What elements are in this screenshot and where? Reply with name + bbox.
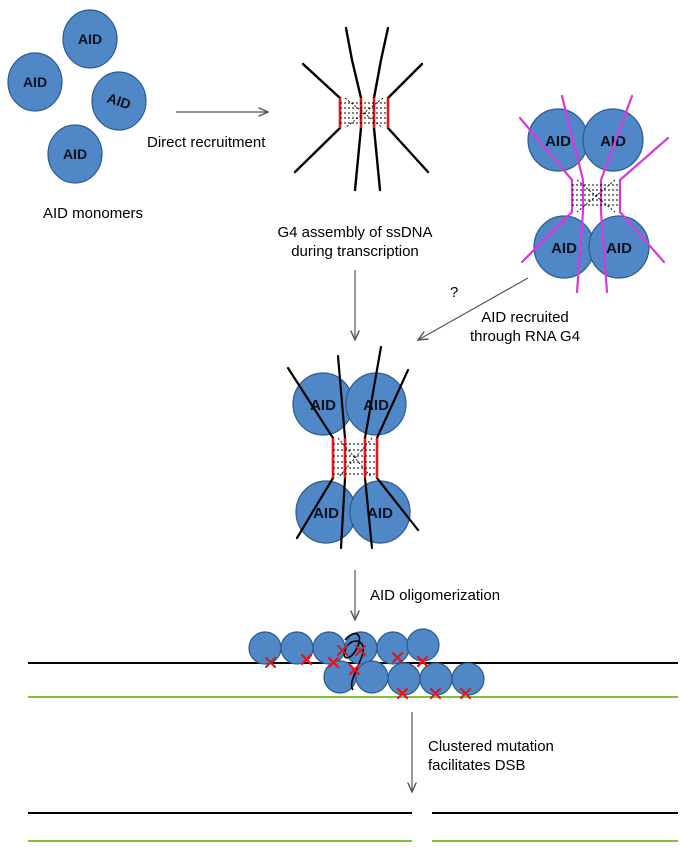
rna-recruit-line-1: AID recruited (481, 309, 569, 326)
aid-oligomer-lower-row (323, 660, 485, 696)
svg-text:AID: AID (551, 240, 577, 257)
mutation-cross-icon (459, 687, 472, 700)
mutation-cross-icon (300, 653, 313, 666)
mutation-cross-icon (336, 644, 349, 657)
svg-text:AID: AID (63, 146, 87, 162)
mutation-cross-icon (264, 656, 277, 669)
svg-text:AID: AID (367, 505, 393, 522)
mutation-cross-icon (396, 687, 409, 700)
rna-g4-aid-complex: AID AID AID AID (518, 94, 670, 294)
rna-recruit-label: AID recruited through RNA G4 (455, 308, 595, 346)
clustered-line-1: Clustered mutation (428, 738, 554, 755)
clustered-mutation-label: Clustered mutation facilitates DSB (428, 737, 554, 775)
aid-protein-icon: AID (295, 480, 357, 544)
aid-protein-icon: AID (527, 108, 589, 172)
aid-oligomer-upper-row (248, 628, 440, 665)
g4-quadruplex-icon (331, 438, 379, 478)
aid-protein-icon (406, 628, 440, 662)
mutation-cross-icon (391, 651, 404, 664)
aid-protein-icon: AID (47, 124, 103, 184)
mutation-cross-icon (327, 656, 340, 669)
aid-protein-icon: AID (91, 71, 147, 131)
svg-text:AID: AID (310, 397, 336, 414)
g4-assembly-line-2: during transcription (291, 243, 419, 260)
aid-protein-icon: AID (533, 215, 595, 279)
svg-text:AID: AID (105, 90, 133, 113)
arrow-icon (418, 277, 529, 340)
svg-text:AID: AID (545, 133, 571, 150)
aid-protein-icon (387, 662, 421, 696)
svg-text:AID: AID (600, 133, 626, 150)
double-strand-break (28, 812, 678, 842)
aid-protein-icon: AID (7, 52, 63, 112)
svg-text:AID: AID (363, 397, 389, 414)
aid-monomers-group: AID AID AID AID (7, 9, 147, 184)
clustered-line-2: facilitates DSB (428, 757, 526, 774)
g4-assembly-line-1: G4 assembly of ssDNA (277, 224, 433, 241)
aid-protein-icon: AID (588, 215, 650, 279)
g4-assembly-label: G4 assembly of ssDNA during transcriptio… (270, 223, 440, 261)
aid-protein-icon (376, 631, 410, 665)
aid-protein-icon (248, 631, 282, 665)
mutation-cross-icon (429, 687, 442, 700)
aid-protein-icon: AID (345, 372, 407, 436)
svg-text:AID: AID (606, 240, 632, 257)
oligomerization-label: AID oligomerization (370, 587, 501, 604)
svg-text:AID: AID (313, 505, 339, 522)
rna-recruit-line-2: through RNA G4 (469, 328, 581, 345)
aid-protein-icon (419, 662, 453, 696)
aid-protein-icon (355, 660, 389, 694)
oligomerized-aid-on-dna (28, 628, 678, 700)
aid-protein-icon: AID (62, 9, 118, 69)
svg-text:AID: AID (23, 74, 47, 90)
aid-monomers-label: AID monomers (43, 205, 144, 222)
aid-protein-icon: AID (349, 480, 411, 544)
dna-g4-aid-complex: AID AID AID AID (286, 345, 420, 550)
aid-protein-icon: AID (582, 108, 644, 172)
mutation-cross-icon (416, 655, 429, 668)
dna-g4-structure (293, 26, 430, 192)
mutation-cross-icon (354, 644, 367, 657)
mutation-marks (264, 644, 472, 700)
direct-recruitment-label: Direct recruitment (147, 134, 266, 151)
mutation-cross-icon (348, 663, 361, 676)
question-mark-label: ? (450, 284, 459, 301)
svg-text:AID: AID (78, 31, 102, 47)
